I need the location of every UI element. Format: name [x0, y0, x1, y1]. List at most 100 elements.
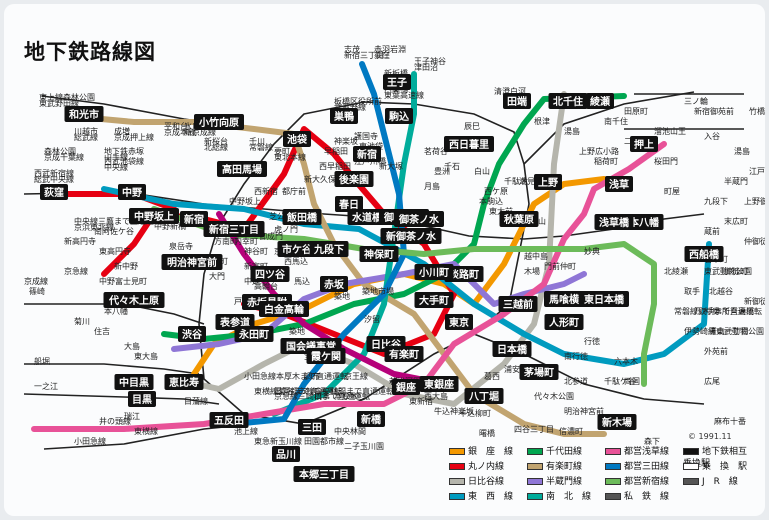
- station-box[interactable]: 五反田: [209, 412, 249, 428]
- station-box[interactable]: 新木場: [597, 414, 637, 430]
- legend-swatch: [527, 493, 543, 500]
- station-box[interactable]: 赤坂: [320, 276, 348, 292]
- station-label: 本所吾妻橋: [714, 306, 754, 316]
- legend-item: 千代田線: [527, 446, 582, 458]
- station-box[interactable]: 荻窪: [40, 184, 68, 200]
- station-label: 江戸川橋: [749, 166, 765, 176]
- station-label: 乃木坂: [694, 306, 718, 316]
- station-box[interactable]: 銀座: [392, 379, 420, 395]
- station-box[interactable]: 新宿: [180, 211, 208, 227]
- legend-swatch: [605, 463, 621, 470]
- station-box-bg: [272, 446, 300, 462]
- station-box[interactable]: 浅草: [605, 176, 633, 192]
- station-box[interactable]: 和光市: [64, 106, 104, 122]
- station-box[interactable]: 本郷三丁目: [293, 466, 355, 482]
- station-box[interactable]: 三田: [298, 419, 326, 435]
- station-box[interactable]: 白金高輪: [259, 301, 309, 317]
- station-box-bg: [684, 246, 724, 262]
- station-box[interactable]: 高田馬場: [217, 161, 267, 177]
- station-box-label: 浅草: [609, 178, 629, 191]
- station-box[interactable]: 駒込: [385, 108, 413, 124]
- station-box[interactable]: 四ツ谷: [250, 266, 290, 282]
- station-box[interactable]: 西船橋: [684, 246, 724, 262]
- station-box[interactable]: 新宿三丁目: [203, 221, 265, 237]
- station-box-label: 三田: [302, 422, 322, 434]
- station-box[interactable]: 人形町: [544, 314, 584, 330]
- station-box[interactable]: 渋谷: [178, 326, 206, 342]
- station-box-bg: [330, 108, 358, 124]
- station-box[interactable]: 後楽園: [334, 171, 374, 187]
- station-box[interactable]: 中野坂上: [129, 208, 179, 224]
- station-box[interactable]: 新橋: [357, 411, 385, 427]
- station-label: 東横線菊名まで直通運転: [254, 386, 342, 396]
- station-box[interactable]: 神保町: [359, 246, 399, 262]
- station-box[interactable]: 巣鴨: [330, 108, 358, 124]
- station-box[interactable]: 新御茶ノ水: [380, 228, 442, 244]
- station-label: 大門: [209, 271, 225, 281]
- station-label: 田原町: [624, 107, 648, 116]
- station-box[interactable]: 代々木上原: [103, 292, 165, 308]
- station-box-bg: [129, 208, 179, 224]
- station-label: 西武新宿線: [34, 168, 74, 178]
- station-box[interactable]: 市ケ谷: [277, 241, 317, 257]
- station-box[interactable]: 飯田橋: [282, 209, 322, 225]
- station-box[interactable]: 九段下: [309, 241, 349, 257]
- station-box[interactable]: 押上: [630, 136, 658, 152]
- station-box[interactable]: 中野: [118, 184, 146, 200]
- station-box[interactable]: 北千住: [548, 93, 588, 109]
- station-box[interactable]: 日本橋: [492, 341, 532, 357]
- station-box[interactable]: 恵比寿: [164, 374, 204, 390]
- station-label: 常磐線取手まで直通運転: [674, 306, 762, 316]
- station-label: 中野坂上: [229, 196, 261, 206]
- legend-swatch: [605, 448, 621, 455]
- station-box[interactable]: 中目黒: [114, 374, 154, 390]
- station-box[interactable]: 水道橋: [347, 209, 387, 225]
- station-box[interactable]: 田端: [503, 93, 531, 109]
- station-box[interactable]: 御茶ノ水: [394, 211, 444, 227]
- station-box[interactable]: 霞ケ関: [306, 348, 346, 364]
- station-label: 半蔵門: [724, 176, 748, 186]
- station-box[interactable]: 本八幡: [624, 214, 664, 230]
- station-box-bg: [394, 211, 444, 227]
- legend-item: 都営新宿線: [605, 476, 669, 488]
- station-label: 浦安: [504, 364, 520, 374]
- station-box[interactable]: 綾瀬: [586, 93, 614, 109]
- station-box[interactable]: 池袋: [283, 131, 311, 147]
- station-box[interactable]: 八丁堀: [464, 388, 504, 404]
- station-box[interactable]: 秋葉原: [499, 211, 539, 227]
- station-label: 月島: [424, 181, 440, 191]
- station-label: 内幸町: [234, 236, 258, 246]
- station-box-bg: [320, 276, 348, 292]
- station-box[interactable]: 東銀座: [419, 376, 459, 392]
- station-box[interactable]: 東日本橋: [579, 291, 629, 307]
- station-box[interactable]: 明治神宮前: [161, 254, 223, 270]
- station-box[interactable]: 三越前: [498, 296, 538, 312]
- station-label: 牛込柳町: [459, 408, 491, 418]
- station-box-label: 浅草橋: [599, 216, 630, 229]
- station-box[interactable]: 淡路町: [444, 266, 484, 282]
- station-label: 東武野田線: [39, 98, 79, 108]
- station-box[interactable]: 有楽町: [384, 346, 424, 362]
- station-box[interactable]: 王子: [383, 74, 411, 90]
- station-box-label: 銀座: [396, 381, 416, 394]
- station-box[interactable]: 小竹向原: [194, 114, 244, 130]
- station-box[interactable]: 目黒: [128, 391, 156, 407]
- station-box[interactable]: 東京: [445, 314, 473, 330]
- station-box[interactable]: 大手町: [414, 292, 454, 308]
- station-label: 橋本: [314, 391, 330, 401]
- station-label: 曙橋: [479, 428, 495, 438]
- station-box-label: 上野: [538, 176, 558, 189]
- station-box-label: 荻窪: [44, 186, 64, 199]
- station-box[interactable]: 小川町: [414, 264, 454, 280]
- legend-label: 日比谷線: [468, 477, 505, 487]
- station-box[interactable]: 永田町: [234, 326, 274, 342]
- legend-label: J R 線: [702, 477, 738, 487]
- station-box[interactable]: 西日暮里: [444, 136, 494, 152]
- station-box[interactable]: 新宿: [353, 146, 381, 162]
- legend-label: 半蔵門線: [546, 477, 583, 487]
- station-box[interactable]: 浅草橋: [594, 214, 634, 230]
- station-box[interactable]: 春日: [335, 196, 363, 212]
- station-box[interactable]: 品川: [272, 446, 300, 462]
- station-box[interactable]: 茅場町: [519, 364, 559, 380]
- station-box[interactable]: 上野: [534, 174, 562, 190]
